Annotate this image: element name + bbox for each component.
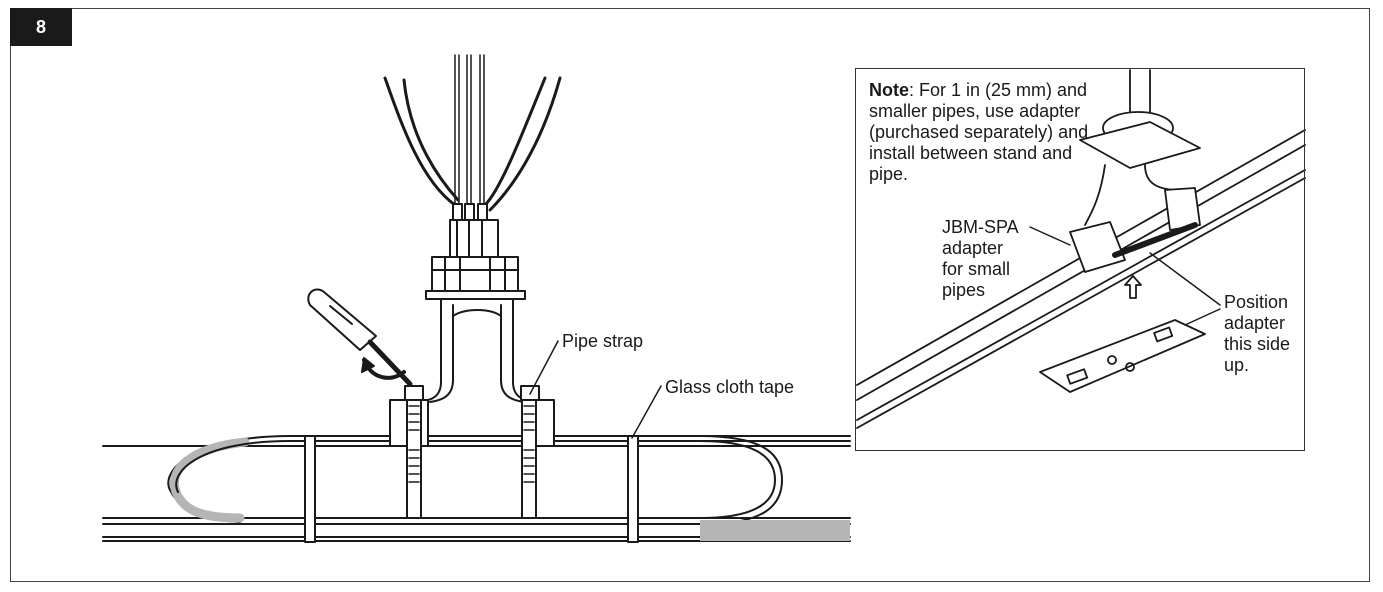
position-adapter-label: Position adapter this side up. (1224, 292, 1291, 375)
jbm-spa-leader (1029, 226, 1071, 246)
note-title: Note (869, 80, 909, 100)
position-leader-1 (1149, 252, 1221, 306)
heating-cable (167, 435, 851, 541)
note-inset-box (855, 68, 1305, 451)
pipe-strap-leader (529, 340, 559, 395)
note-text: Note: For 1 in (25 mm) and smaller pipes… (869, 80, 1109, 185)
pipe-strap-label: Pipe strap (562, 331, 644, 351)
jbm-spa-label: JBM-SPA adapter for small pipes (942, 217, 1019, 300)
figure-frame (10, 8, 1370, 582)
pipe-straps (404, 385, 540, 519)
cable-wires (383, 54, 562, 258)
note-body: : For 1 in (25 mm) and smaller pipes, us… (869, 80, 1089, 184)
inset-illustration (856, 69, 1306, 429)
screwdriver (307, 288, 413, 387)
tape-leader (631, 385, 662, 439)
step-number-badge: 8 (10, 8, 72, 46)
glass-cloth-tape-label: Glass cloth tape (665, 377, 795, 397)
position-leader-2 (1184, 308, 1221, 326)
glass-cloth-tape-bands (304, 435, 639, 543)
